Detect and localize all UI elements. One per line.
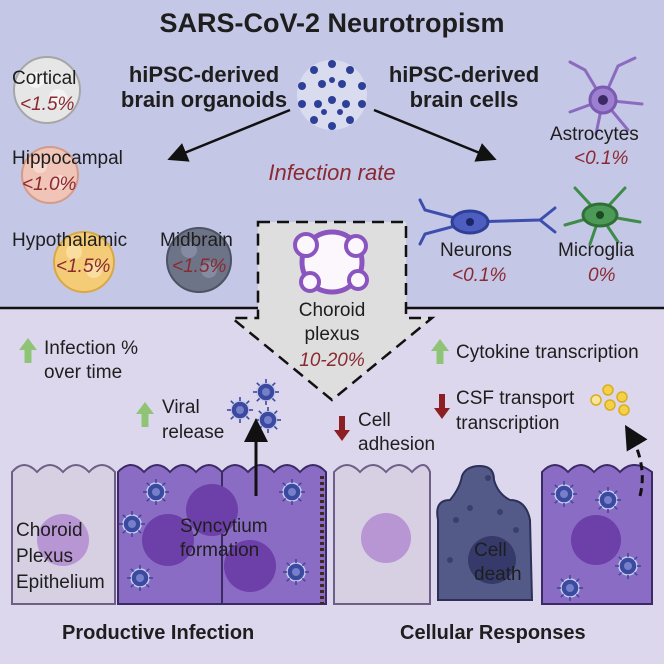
astrocyte-icon bbox=[568, 56, 644, 136]
released-virus-icon bbox=[226, 396, 254, 424]
cell-death-line2: death bbox=[474, 564, 522, 585]
neurons-label: Neurons bbox=[440, 240, 512, 261]
microglia-rate: 0% bbox=[588, 265, 616, 286]
cortical-rate: <1.5% bbox=[20, 94, 75, 115]
csf-secretion-dots-icon bbox=[590, 384, 630, 416]
intracellular-virus-icon bbox=[282, 558, 310, 586]
midbrain-label: Midbrain bbox=[160, 230, 233, 251]
cellular-responses-label: Cellular Responses bbox=[400, 622, 586, 644]
choroid-label-line1: Choroid bbox=[298, 300, 366, 321]
cortical-organoid-icon bbox=[13, 56, 81, 124]
viral-release-line2: release bbox=[162, 422, 225, 443]
syncytium-line1: Syncytium bbox=[180, 516, 268, 537]
hippocampal-rate: <1.0% bbox=[22, 174, 77, 195]
hippocampal-organoid-icon bbox=[21, 146, 79, 204]
infection-over-time-line1: Infection % bbox=[44, 338, 138, 359]
astrocytes-rate: <0.1% bbox=[574, 148, 629, 169]
csf-secretion-arrow bbox=[624, 424, 648, 497]
cell-adhesion-line1: Cell bbox=[358, 410, 391, 431]
csf-line1: CSF transport bbox=[456, 388, 575, 409]
intracellular-virus-icon bbox=[126, 564, 154, 592]
intracellular-virus-icon bbox=[550, 480, 578, 508]
intracellular-virus-icon bbox=[278, 478, 306, 506]
midbrain-organoid-icon bbox=[166, 227, 232, 293]
microglia-icon bbox=[563, 186, 642, 246]
figure-title: SARS-CoV-2 Neurotropism bbox=[159, 8, 505, 38]
nucleus-icon bbox=[186, 484, 238, 536]
midbrain-rate: <1.5% bbox=[172, 256, 227, 277]
cortical-label: Cortical bbox=[12, 68, 77, 89]
csf-line2: transcription bbox=[456, 413, 560, 434]
sars-cov-2-virion-icon bbox=[297, 60, 367, 130]
released-virus-icon bbox=[254, 406, 282, 434]
hypothalamic-label: Hypothalamic bbox=[12, 230, 128, 251]
cell-debris-icon bbox=[447, 475, 519, 563]
infection-rate-label: Infection rate bbox=[268, 160, 396, 185]
arrow-to-cells bbox=[373, 108, 497, 162]
cell-adhesion-line2: adhesion bbox=[358, 434, 436, 455]
intracellular-virus-icon bbox=[556, 574, 584, 602]
neurons-rate: <0.1% bbox=[452, 265, 507, 286]
epithelium-line1: Choroid bbox=[16, 520, 83, 541]
syncytium-line2: formation bbox=[180, 540, 260, 561]
hypothalamic-rate: <1.5% bbox=[56, 256, 111, 277]
neuron-icon bbox=[418, 198, 557, 246]
intracellular-virus-icon bbox=[118, 510, 146, 538]
hippocampal-label: Hippocampal bbox=[12, 148, 123, 169]
intracellular-virus-icon bbox=[142, 478, 170, 506]
choroid-rate: 10-20% bbox=[299, 350, 365, 371]
released-virus-icon bbox=[252, 378, 280, 406]
intracellular-virus-icon bbox=[614, 552, 642, 580]
cells-header: hiPSC-derived brain cells bbox=[388, 62, 540, 113]
nucleus-icon bbox=[468, 536, 516, 584]
infection-over-time-line2: over time bbox=[44, 362, 123, 383]
nucleus-icon bbox=[224, 540, 276, 592]
productive-infection-label: Productive Infection bbox=[62, 622, 255, 644]
organoids-header: hiPSC-derived brain organoids bbox=[120, 62, 288, 113]
epithelium-line3: Epithelium bbox=[16, 572, 105, 593]
microglia-label: Microglia bbox=[558, 240, 635, 261]
cell-death-line1: Cell bbox=[474, 540, 507, 561]
arrow-to-organoids bbox=[167, 108, 291, 162]
hypothalamic-organoid-icon bbox=[53, 231, 115, 293]
epithelium-line2: Plexus bbox=[16, 546, 74, 567]
choroid-dashed-arrow bbox=[228, 220, 436, 402]
nucleus-icon bbox=[142, 514, 194, 566]
choroid-label-line2: plexus bbox=[304, 324, 360, 345]
nucleus-icon bbox=[37, 514, 89, 566]
cytokine-label: Cytokine transcription bbox=[456, 342, 639, 363]
choroid-plexus-organoid-icon bbox=[293, 229, 369, 295]
intracellular-virus-icon bbox=[594, 486, 622, 514]
nucleus-icon bbox=[571, 515, 621, 565]
astrocytes-label: Astrocytes bbox=[550, 124, 639, 145]
viral-release-line1: Viral bbox=[162, 397, 200, 418]
nucleus-icon bbox=[361, 513, 411, 563]
